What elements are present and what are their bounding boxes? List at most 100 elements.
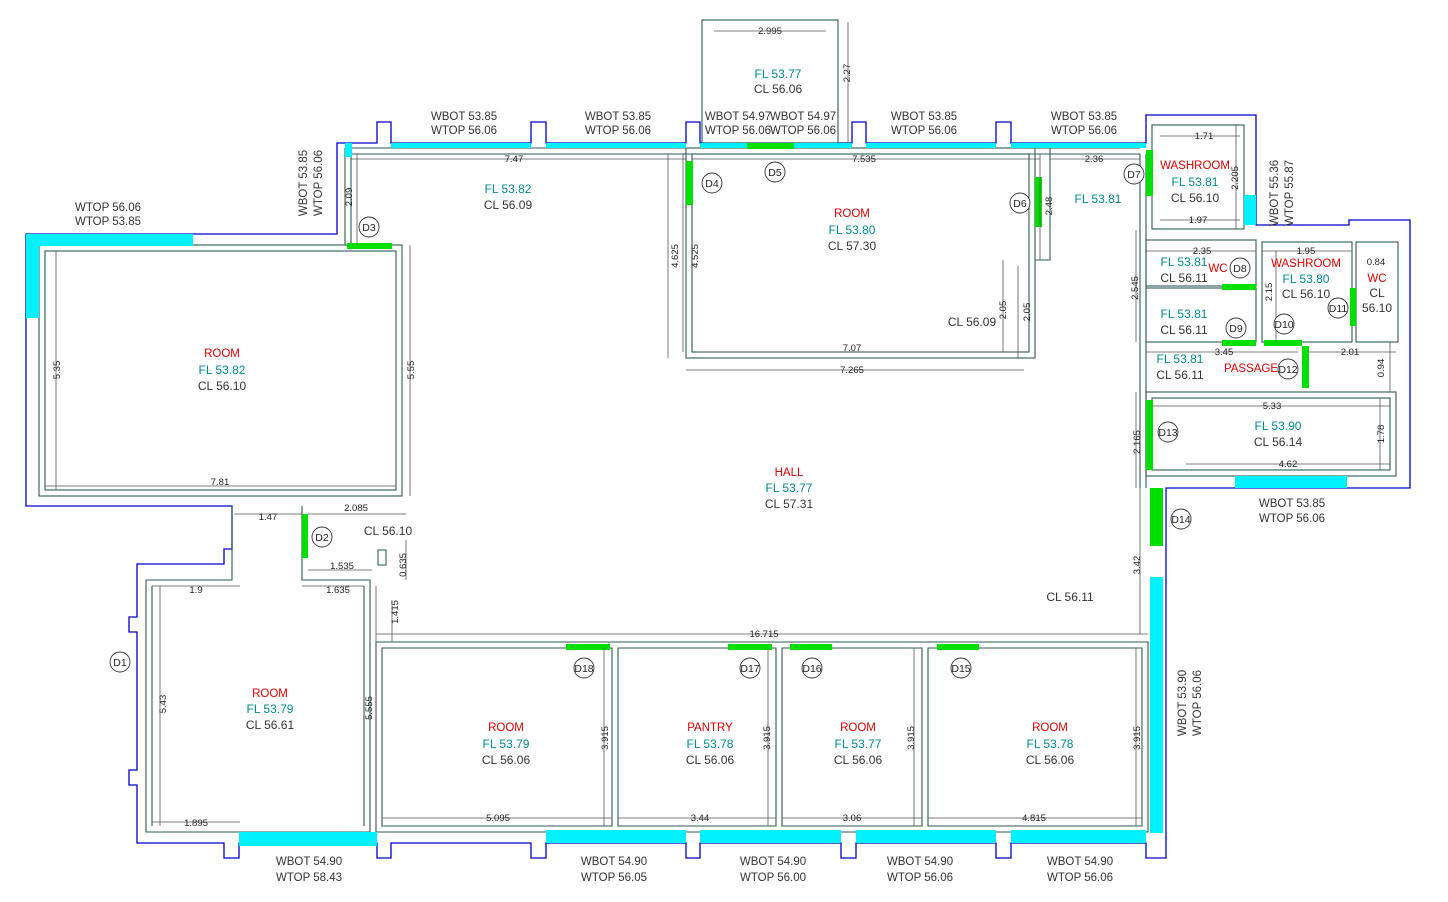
svg-text:56.10: 56.10 [1362,301,1392,315]
svg-text:D18: D18 [574,663,593,675]
svg-text:WTOP 56.05: WTOP 56.05 [581,872,647,884]
svg-text:WTOP 56.06: WTOP 56.06 [1192,670,1204,736]
svg-text:CL 56.11: CL 56.11 [1046,590,1094,604]
window [1235,476,1347,488]
door-tag-d12: D12 [1277,358,1299,380]
svg-text:CL 56.06: CL 56.06 [1026,753,1075,767]
window [1150,577,1163,833]
svg-text:4.62: 4.62 [1279,459,1298,470]
door-d6 [1035,177,1042,227]
svg-text:FL 53.81: FL 53.81 [1075,192,1122,206]
svg-text:2.27: 2.27 [842,64,853,83]
svg-text:WTOP 56.06: WTOP 56.06 [1051,125,1117,137]
svg-text:3.42: 3.42 [1132,556,1143,575]
wc-1: FL 53.81 CL 56.11 WC [1160,255,1227,285]
svg-text:WTOP 53.85: WTOP 53.85 [75,216,141,228]
svg-text:3.44: 3.44 [691,813,710,824]
svg-text:WTOP 56.06: WTOP 56.06 [705,125,771,137]
svg-text:2.165: 2.165 [1132,430,1143,454]
svg-text:FL 53.79: FL 53.79 [247,702,294,716]
svg-text:WBOT 54.90: WBOT 54.90 [276,856,342,868]
window [239,832,377,846]
doors [302,143,1356,650]
washroom-lobby: FL 53.81 [1075,192,1122,206]
door-d10 [1264,340,1302,346]
door-tag-d7: D7 [1123,163,1145,185]
svg-text:WTOP 56.06: WTOP 56.06 [313,150,325,216]
room-bottom-left: ROOM FL 53.79 CL 56.61 [246,688,295,732]
svg-text:WTOP 56.06: WTOP 56.06 [887,872,953,884]
svg-text:3.915: 3.915 [1132,726,1143,750]
door-tag-d8: D8 [1229,257,1251,279]
svg-text:CL 56.09: CL 56.09 [484,198,533,212]
svg-text:D10: D10 [1274,319,1293,331]
window [866,143,996,148]
room-bottom-4: ROOM FL 53.78 CL 56.06 [1026,722,1075,767]
door-d16 [790,644,832,650]
door-d5 [747,143,794,149]
svg-text:CL 56.10: CL 56.10 [198,379,247,393]
svg-text:FL 53.77: FL 53.77 [835,737,882,751]
svg-text:5.43: 5.43 [158,695,169,714]
svg-text:ROOM: ROOM [488,722,524,734]
svg-text:5.35: 5.35 [52,361,63,380]
svg-text:1.415: 1.415 [390,600,401,624]
svg-text:D3: D3 [362,222,376,234]
room-bottom-3: ROOM FL 53.77 CL 56.06 [834,722,883,767]
d9-room: FL 53.81 CL 56.11 [1160,307,1208,337]
door-tag-d1: D1 [109,651,131,673]
svg-text:CL 56.06: CL 56.06 [686,753,735,767]
svg-text:FL 53.90: FL 53.90 [1255,419,1302,433]
svg-text:D1: D1 [113,657,127,669]
window [546,830,686,843]
svg-text:7.265: 7.265 [840,365,864,376]
svg-text:D2: D2 [315,532,329,544]
svg-text:2.05: 2.05 [1022,303,1033,322]
svg-text:1.535: 1.535 [330,561,354,572]
door-tag-d4: D4 [701,172,723,194]
room-right: FL 53.90 CL 56.14 [1254,419,1303,449]
svg-text:WTOP 56.06: WTOP 56.06 [585,125,651,137]
passage: FL 53.81 CL 56.11 PASSAGE [1156,352,1278,382]
svg-text:WTOP 56.06: WTOP 56.06 [75,202,141,214]
door-d15 [937,644,979,650]
window [1011,830,1146,843]
window [1244,195,1256,225]
svg-text:CL 57.31: CL 57.31 [765,497,814,511]
svg-text:WTOP 56.06: WTOP 56.06 [431,125,497,137]
svg-text:D13: D13 [1158,427,1177,439]
svg-text:CL 56.09: CL 56.09 [948,315,997,329]
svg-text:7.07: 7.07 [843,343,862,354]
svg-text:CL 56.14: CL 56.14 [1254,435,1303,449]
svg-text:3.915: 3.915 [762,726,773,750]
svg-text:FL 53.81: FL 53.81 [1172,175,1219,189]
svg-text:WTOP 56.00: WTOP 56.00 [740,872,806,884]
svg-text:1.635: 1.635 [326,585,350,596]
svg-text:WBOT 53.85: WBOT 53.85 [585,111,651,123]
door-tag-d3: D3 [358,216,380,238]
svg-text:2.35: 2.35 [1193,246,1212,257]
svg-text:2.995: 2.995 [758,26,782,37]
window [391,143,531,148]
window [700,830,841,843]
door-tag-d11: D11 [1327,297,1349,319]
svg-text:ROOM: ROOM [204,348,240,360]
svg-text:16.715: 16.715 [749,629,778,640]
svg-text:2.01: 2.01 [1341,347,1360,358]
svg-text:WTOP 56.06: WTOP 56.06 [770,125,836,137]
svg-text:WBOT 54.90: WBOT 54.90 [740,856,806,868]
window [856,830,996,843]
washroom-1: WASHROOM FL 53.81 CL 56.10 [1160,160,1230,205]
door-d12 [1302,346,1309,388]
svg-text:WBOT 54.90: WBOT 54.90 [581,856,647,868]
svg-text:5.555: 5.555 [364,696,375,720]
door-tag-d14: D14 [1170,508,1192,530]
svg-text:CL 56.06: CL 56.06 [754,82,803,96]
windows [26,143,1347,846]
door-tag-d5: D5 [764,161,786,183]
svg-text:WBOT 53.85: WBOT 53.85 [1259,498,1325,510]
svg-text:CL: CL [1369,286,1385,300]
svg-text:2.15: 2.15 [1264,283,1275,302]
svg-text:D14: D14 [1171,514,1190,526]
